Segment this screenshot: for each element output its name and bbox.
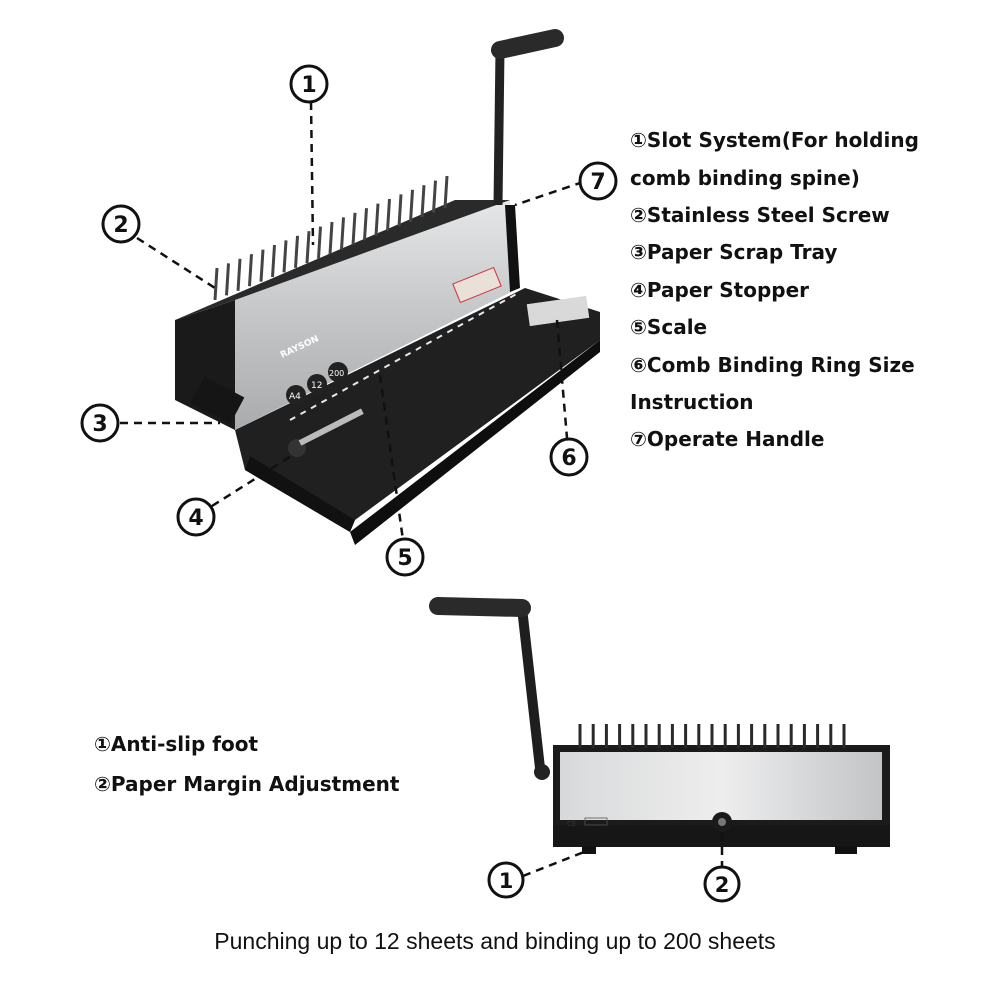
operate-handle-rear: [517, 607, 545, 769]
comb-finger: [282, 240, 288, 273]
feature-slot-system-cont: comb binding spine): [630, 166, 860, 190]
callout-2: [101, 204, 141, 244]
rear-panel: [560, 752, 882, 820]
feature-ring-size-cont: Instruction: [630, 390, 754, 414]
warning-label: [452, 266, 502, 304]
comb-finger: [213, 267, 219, 301]
callout-7: [578, 161, 618, 201]
comb-finger: [317, 226, 322, 259]
callout-2-num: 2: [113, 213, 128, 238]
callout-leaders-top: [120, 101, 584, 541]
ring-size-table: [526, 295, 590, 327]
callout-4-num: 4: [188, 506, 203, 531]
callout-6-num: 6: [561, 446, 576, 471]
callout-5: [385, 537, 425, 577]
callout-1-num: 1: [301, 73, 316, 98]
callout-rear-2: [703, 865, 741, 903]
comb-finger: [386, 198, 391, 232]
comb-finger: [351, 212, 357, 245]
comb-finger: [225, 263, 230, 296]
scale-strip: [289, 291, 521, 421]
binding-machine-top: RAYSON A4 12 200: [175, 29, 600, 545]
feature-operate-handle: ⑦Operate Handle: [630, 427, 825, 451]
base-tray: [235, 288, 600, 532]
feature-anti-slip-foot: ①Anti-slip foot: [94, 732, 259, 756]
badge-200-text: 200: [329, 369, 344, 378]
comb-finger: [340, 217, 345, 250]
callout-leaders-bottom: [522, 833, 724, 878]
comb-finger: [363, 208, 368, 241]
comb-finger: [236, 258, 242, 291]
comb-finger: [443, 175, 449, 209]
comb-finger: [305, 231, 311, 264]
comb-finger: [397, 194, 403, 227]
callout-7-num: 7: [590, 170, 605, 195]
callout-circles-bottom: 1 2: [487, 861, 741, 903]
comb-slot-system: [213, 175, 449, 301]
callout-rear-1-num: 1: [499, 869, 514, 893]
ce-mark: CE: [567, 820, 576, 828]
comb-finger: [294, 235, 299, 268]
badge-a4: [286, 385, 306, 405]
operate-handle: [493, 49, 505, 206]
comb-finger: [328, 221, 334, 255]
feature-margin-adjust: ②Paper Margin Adjustment: [94, 772, 400, 796]
comb-finger: [248, 254, 253, 287]
callout-3-num: 3: [92, 412, 107, 437]
callout-rear-1: [487, 861, 525, 899]
callout-3: [80, 403, 120, 443]
callout-1: [289, 64, 329, 104]
comb-finger: [374, 203, 380, 236]
comb-finger: [432, 180, 437, 213]
feature-ring-size: ⑥Comb Binding Ring Size: [630, 353, 915, 377]
callout-circles-top: 1 2 3 4 5 6 7: [80, 64, 618, 577]
badge-a4-text: A4: [289, 392, 301, 402]
comb-slot-system-rear: [578, 724, 846, 748]
callout-6: [549, 437, 589, 477]
binding-machine-rear: CE: [429, 597, 890, 854]
callout-rear-2-num: 2: [715, 873, 730, 897]
comb-finger: [409, 189, 414, 222]
badge-200: [328, 362, 348, 382]
scrap-tray: [190, 376, 245, 425]
caption: Punching up to 12 sheets and binding up …: [214, 928, 776, 954]
comb-finger: [420, 185, 426, 218]
badge-12-text: 12: [311, 381, 322, 391]
feature-steel-screw: ②Stainless Steel Screw: [630, 203, 890, 227]
badge-12: [307, 374, 327, 394]
feature-paper-stopper: ④Paper Stopper: [630, 278, 810, 302]
feature-scrap-tray: ③Paper Scrap Tray: [630, 240, 838, 264]
comb-finger: [271, 244, 276, 278]
comb-finger: [259, 249, 265, 282]
feature-slot-system: ①Slot System(For holding: [630, 128, 919, 152]
callout-4: [176, 497, 216, 537]
callout-5-num: 5: [397, 546, 412, 571]
feature-scale: ⑤Scale: [630, 315, 708, 339]
